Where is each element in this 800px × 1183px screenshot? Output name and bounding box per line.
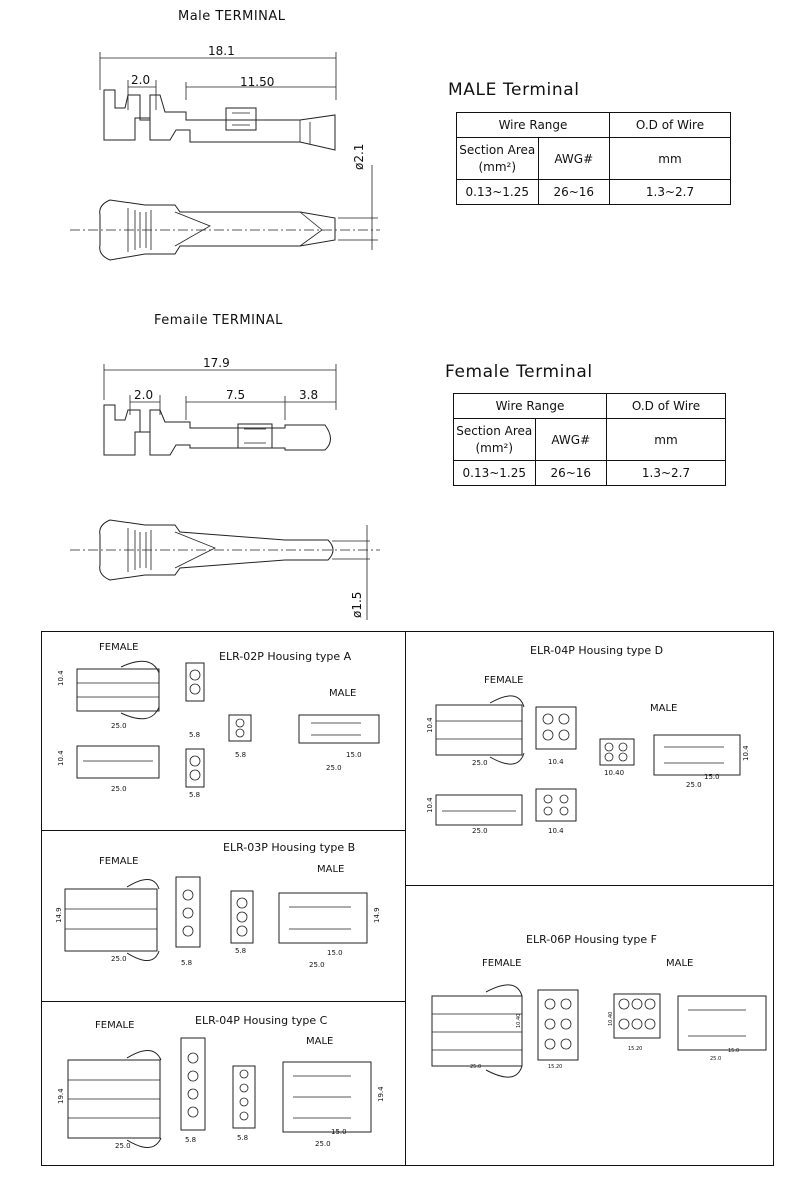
panel-f-drawing <box>431 984 767 1078</box>
panel-c-male-label: MALE <box>306 1036 334 1047</box>
panel-d-female-label: FEMALE <box>484 675 524 686</box>
panel-b-title: ELR-03P Housing type B <box>223 841 356 854</box>
panel-a-male-label: MALE <box>329 688 357 699</box>
male-dim-left: 2.0 <box>131 73 151 87</box>
panel-housing-b: ELR-03P Housing type B FEMALE MALE 14.9 … <box>41 831 405 1001</box>
female-range-od: 1.3~2.7 <box>606 460 726 486</box>
panel-f-male-label: MALE <box>666 958 694 969</box>
panel-b-dim-len: 25.0 <box>111 955 127 963</box>
male-spec-table: Wire Range O.D of Wire Section Area(mm²)… <box>456 112 731 205</box>
panel-c-dim-len: 25.0 <box>115 1142 131 1150</box>
panel-d-dim-w3: 10.4 <box>548 827 564 835</box>
female-spec-table: Wire Range O.D of Wire Section Area(mm²)… <box>453 393 726 486</box>
female-od-header: O.D of Wire <box>606 393 726 419</box>
panel-divider-df <box>405 885 774 886</box>
panel-d-dim-w2: 10.40 <box>604 769 625 777</box>
male-awg: AWG# <box>537 137 611 180</box>
panel-housing-d: ELR-04P Housing type D FEMALE MALE 10.4 … <box>406 631 774 885</box>
panel-a-title: ELR-02P Housing type A <box>219 650 352 663</box>
female-range-awg: 26~16 <box>534 460 608 486</box>
panel-b-dim-h: 14.9 <box>55 907 63 923</box>
male-dim-mid: 11.50 <box>240 75 275 89</box>
panel-a-dim-w1: 5.8 <box>189 731 201 739</box>
panel-b-dim-m15: 15.0 <box>327 949 343 957</box>
female-terminal-heading: Femaile TERMINAL <box>154 313 283 328</box>
panel-b-dim-m25: 25.0 <box>309 961 325 969</box>
panel-d-dim-len2: 25.0 <box>472 827 488 835</box>
panel-d-dim-m15: 15.0 <box>704 773 720 781</box>
panel-c-female-label: FEMALE <box>95 1020 135 1031</box>
panel-d-dim-w1: 10.4 <box>548 758 564 766</box>
panel-c-dim-m25: 25.0 <box>315 1140 331 1148</box>
male-range-awg: 26~16 <box>537 179 611 205</box>
panel-a-dim-m15: 15.0 <box>346 751 362 759</box>
panel-d-dim-h2: 10.4 <box>426 797 434 813</box>
panel-d-dim-m25: 25.0 <box>686 781 702 789</box>
panel-b-male-label: MALE <box>317 864 345 875</box>
panel-f-dim-m15: 15.0 <box>728 1048 740 1054</box>
panel-c-dim-w-male: 5.8 <box>237 1134 249 1142</box>
male-terminal-drawing <box>70 52 380 261</box>
panel-a-dim-h2: 10.4 <box>57 750 65 766</box>
panel-housing-f: ELR-06P Housing type F FEMALE MALE 10.40… <box>406 886 774 1166</box>
panel-b-dim-h-male: 14.9 <box>373 907 381 923</box>
female-wire-range: Wire Range <box>453 393 607 419</box>
housing-panel-frame <box>41 631 774 1166</box>
panel-d-dim-len1: 25.0 <box>472 759 488 767</box>
panel-b-dim-w-male: 5.8 <box>235 947 247 955</box>
male-range-mm2: 0.13~1.25 <box>456 179 539 205</box>
female-mm: mm <box>606 418 726 461</box>
panel-f-dim-h2: 10.40 <box>608 1011 614 1026</box>
panel-c-dim-h-male: 19.4 <box>377 1086 385 1102</box>
panel-divider-ab <box>41 830 406 831</box>
panel-f-dim-w2: 15.20 <box>628 1046 643 1052</box>
panel-a-dim-w2: 5.8 <box>189 791 201 799</box>
panel-a-female-label: FEMALE <box>99 642 139 653</box>
panel-c-drawing <box>67 1037 372 1148</box>
panel-f-dim-w1: 15.20 <box>548 1064 563 1070</box>
panel-housing-a: ELR-02P Housing type A FEMALE MALE 10.4 … <box>41 631 405 830</box>
male-wire-range: Wire Range <box>456 112 610 138</box>
female-table-title: Female Terminal <box>445 362 593 382</box>
panel-a-dim-w-male: 5.8 <box>235 751 247 759</box>
female-range-mm2: 0.13~1.25 <box>453 460 536 486</box>
panel-c-dim-h: 19.4 <box>57 1088 65 1104</box>
male-range-od: 1.3~2.7 <box>609 179 731 205</box>
male-dim-total: 18.1 <box>208 44 235 58</box>
panel-divider-vertical <box>405 631 406 1166</box>
female-awg: AWG# <box>534 418 608 461</box>
panel-b-female-label: FEMALE <box>99 856 139 867</box>
panel-f-dim-len: 25.0 <box>470 1064 482 1070</box>
panel-b-dim-w: 5.8 <box>181 959 193 967</box>
female-section-area: Section Area(mm²) <box>453 418 536 461</box>
panel-f-female-label: FEMALE <box>482 958 522 969</box>
panel-f-dim-h1: 10.40 <box>516 1013 522 1028</box>
female-dim-mid: 7.5 <box>226 388 246 402</box>
panel-b-drawing <box>64 876 368 961</box>
panel-c-title: ELR-04P Housing type C <box>195 1014 328 1027</box>
panel-a-dim-len1: 25.0 <box>111 722 127 730</box>
panel-d-dim-h1: 10.4 <box>426 717 434 733</box>
panel-a-dim-m25: 25.0 <box>326 764 342 772</box>
panel-d-dim-h-male: 10.4 <box>742 745 750 761</box>
panel-a-dim-h1: 10.4 <box>57 670 65 686</box>
panel-a-dim-len2: 25.0 <box>111 785 127 793</box>
male-terminal-heading: Male TERMINAL <box>178 9 286 24</box>
panel-divider-bc <box>41 1001 406 1002</box>
panel-f-title: ELR-06P Housing type F <box>526 933 657 946</box>
female-dim-dia: ø1.5 <box>350 591 364 618</box>
female-dim-right: 3.8 <box>299 388 319 402</box>
panel-f-dim-m25: 25.0 <box>710 1056 722 1062</box>
panel-d-male-label: MALE <box>650 703 678 714</box>
male-table-title: MALE Terminal <box>448 80 580 100</box>
female-dim-total: 17.9 <box>203 356 230 370</box>
panel-c-dim-w: 5.8 <box>185 1136 197 1144</box>
female-dim-left: 2.0 <box>134 388 154 402</box>
panel-a-drawing <box>76 660 380 788</box>
panel-d-drawing <box>435 695 741 826</box>
panel-c-dim-m15: 15.0 <box>331 1128 347 1136</box>
female-terminal-drawing <box>70 364 380 620</box>
panel-housing-c: ELR-04P Housing type C FEMALE MALE 19.4 … <box>41 1002 405 1166</box>
panel-d-title: ELR-04P Housing type D <box>530 644 664 657</box>
